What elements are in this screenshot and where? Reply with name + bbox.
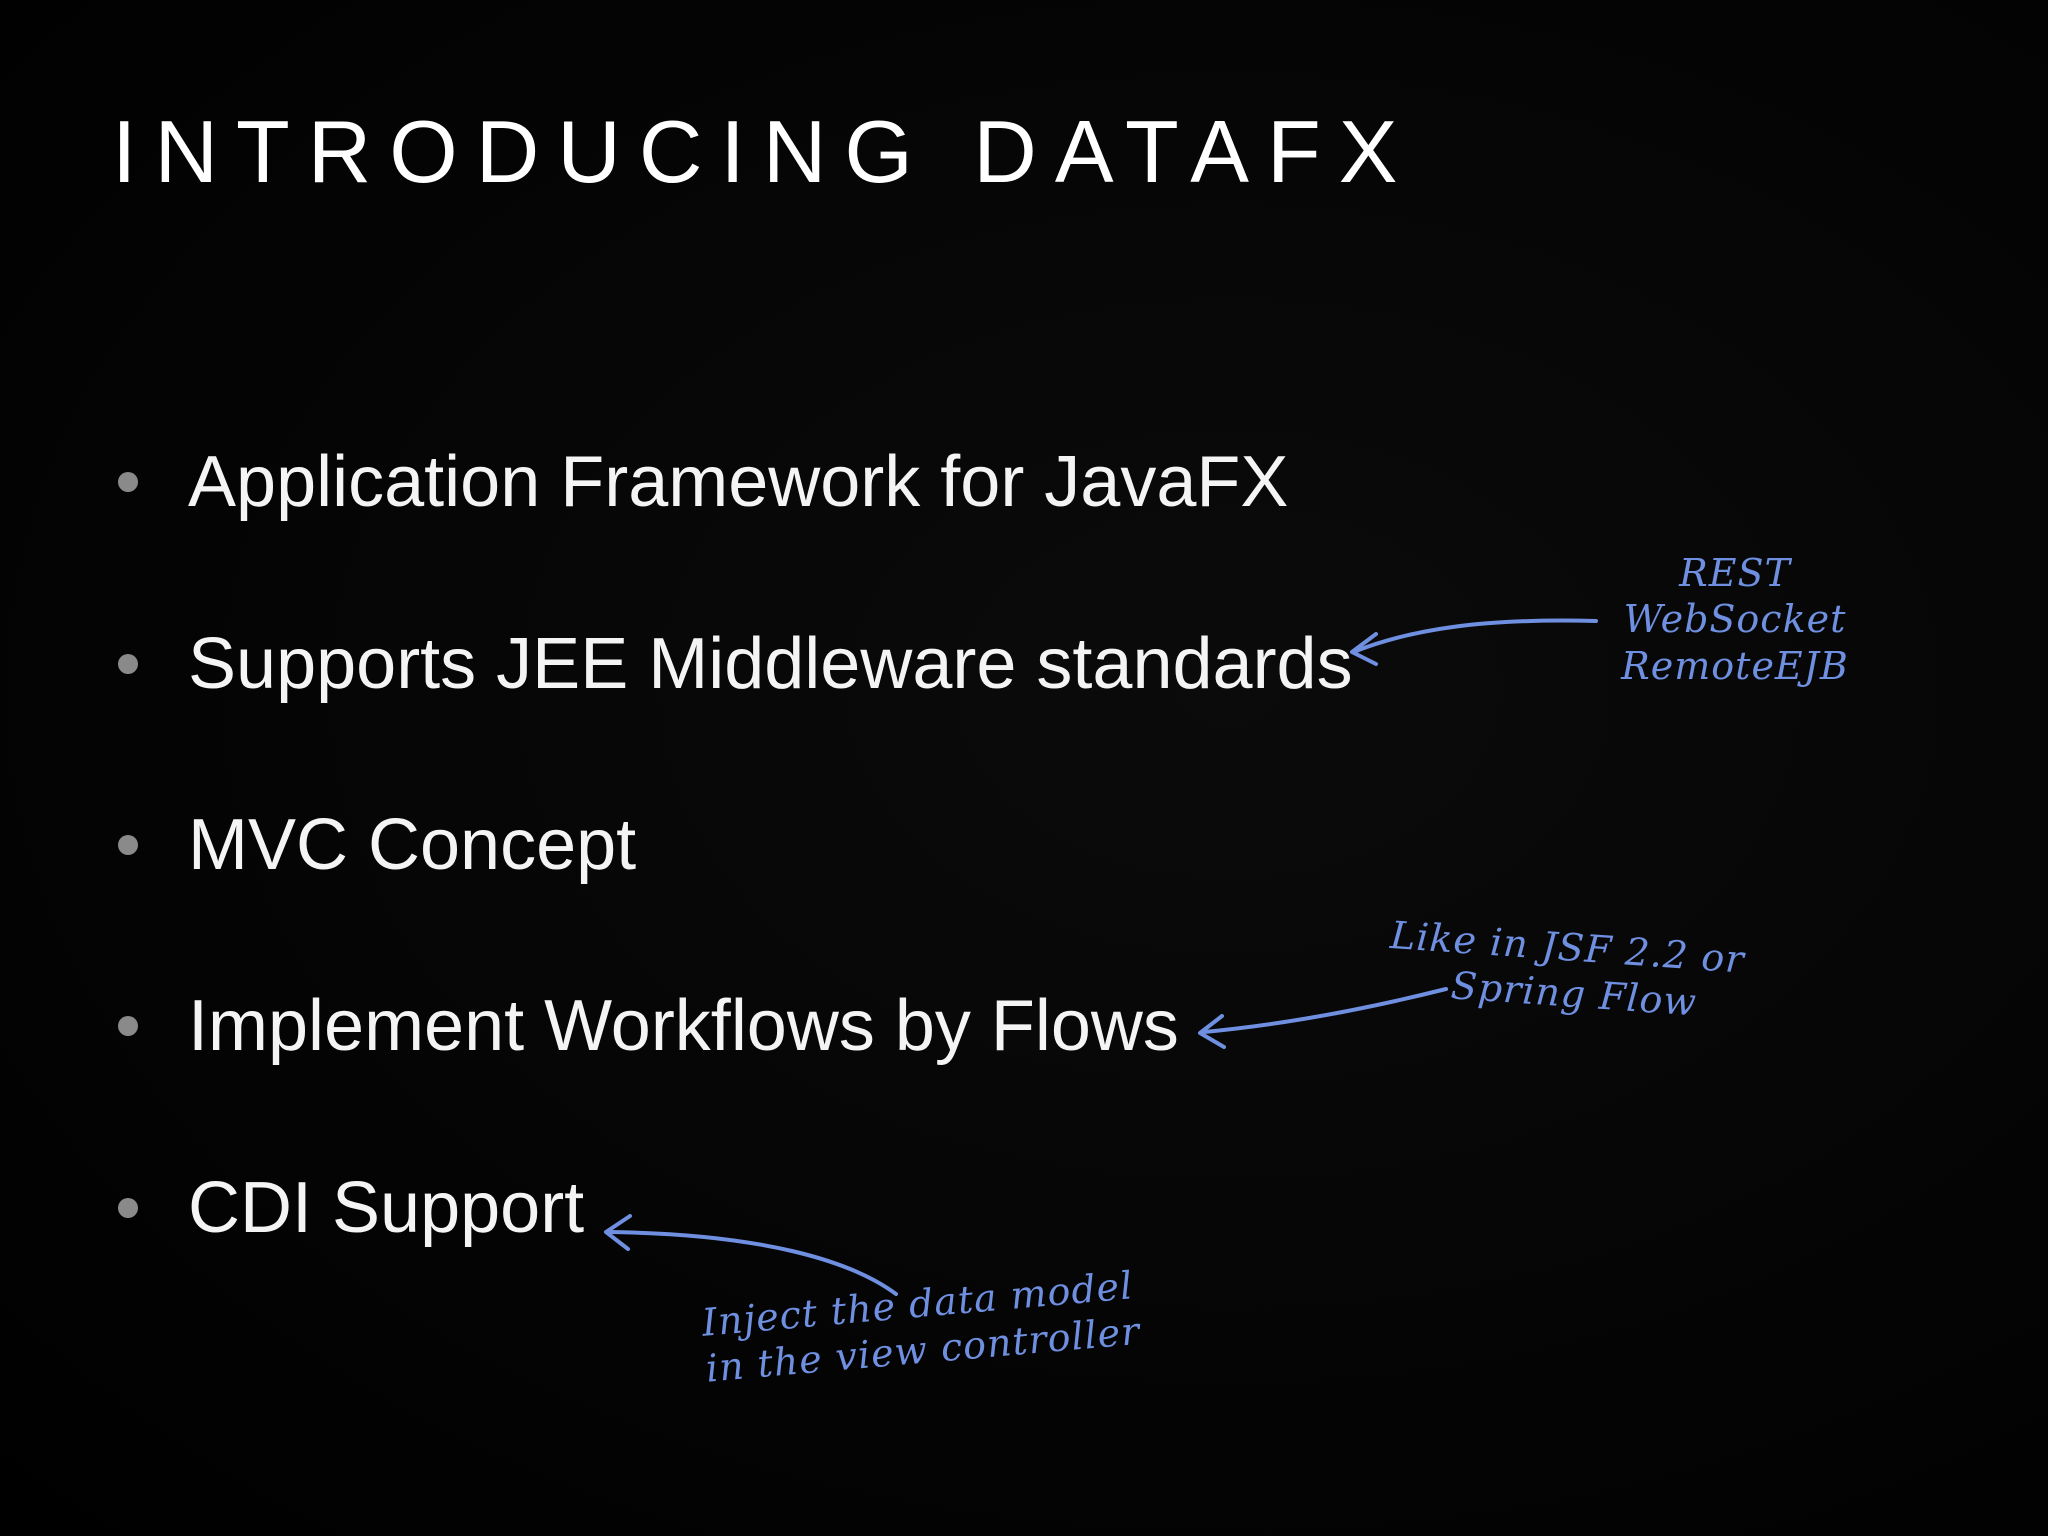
bullet-item-workflows: Implement Workflows by Flows	[118, 981, 1179, 1071]
bullet-dot-icon	[118, 835, 138, 855]
annotation-line: RemoteEJB	[1621, 643, 1849, 688]
bullet-text: MVC Concept	[188, 805, 637, 885]
bullet-text: CDI Support	[188, 1168, 585, 1248]
bullet-dot-icon	[118, 1198, 138, 1218]
bullet-dot-icon	[118, 654, 138, 674]
bullet-text: Supports JEE Middleware standards	[188, 624, 1353, 704]
annotation-line: WebSocket	[1623, 597, 1847, 642]
bullet-item-mvc-concept: MVC Concept	[118, 800, 636, 890]
bullet-text: Implement Workflows by Flows	[188, 986, 1179, 1066]
bullet-item-application-framework: Application Framework for JavaFX	[118, 437, 1288, 527]
bullet-dot-icon	[118, 472, 138, 492]
slide-title: INTRODUCING DATAFX	[112, 102, 1416, 201]
annotation-middleware-note: REST WebSocket RemoteEJB	[1600, 550, 1870, 689]
bullet-item-jee-middleware: Supports JEE Middleware standards	[118, 619, 1353, 709]
bullet-item-cdi-support: CDI Support	[118, 1163, 584, 1253]
bullet-dot-icon	[118, 1016, 138, 1036]
bullet-text: Application Framework for JavaFX	[188, 442, 1289, 522]
annotation-line: REST	[1679, 551, 1791, 595]
